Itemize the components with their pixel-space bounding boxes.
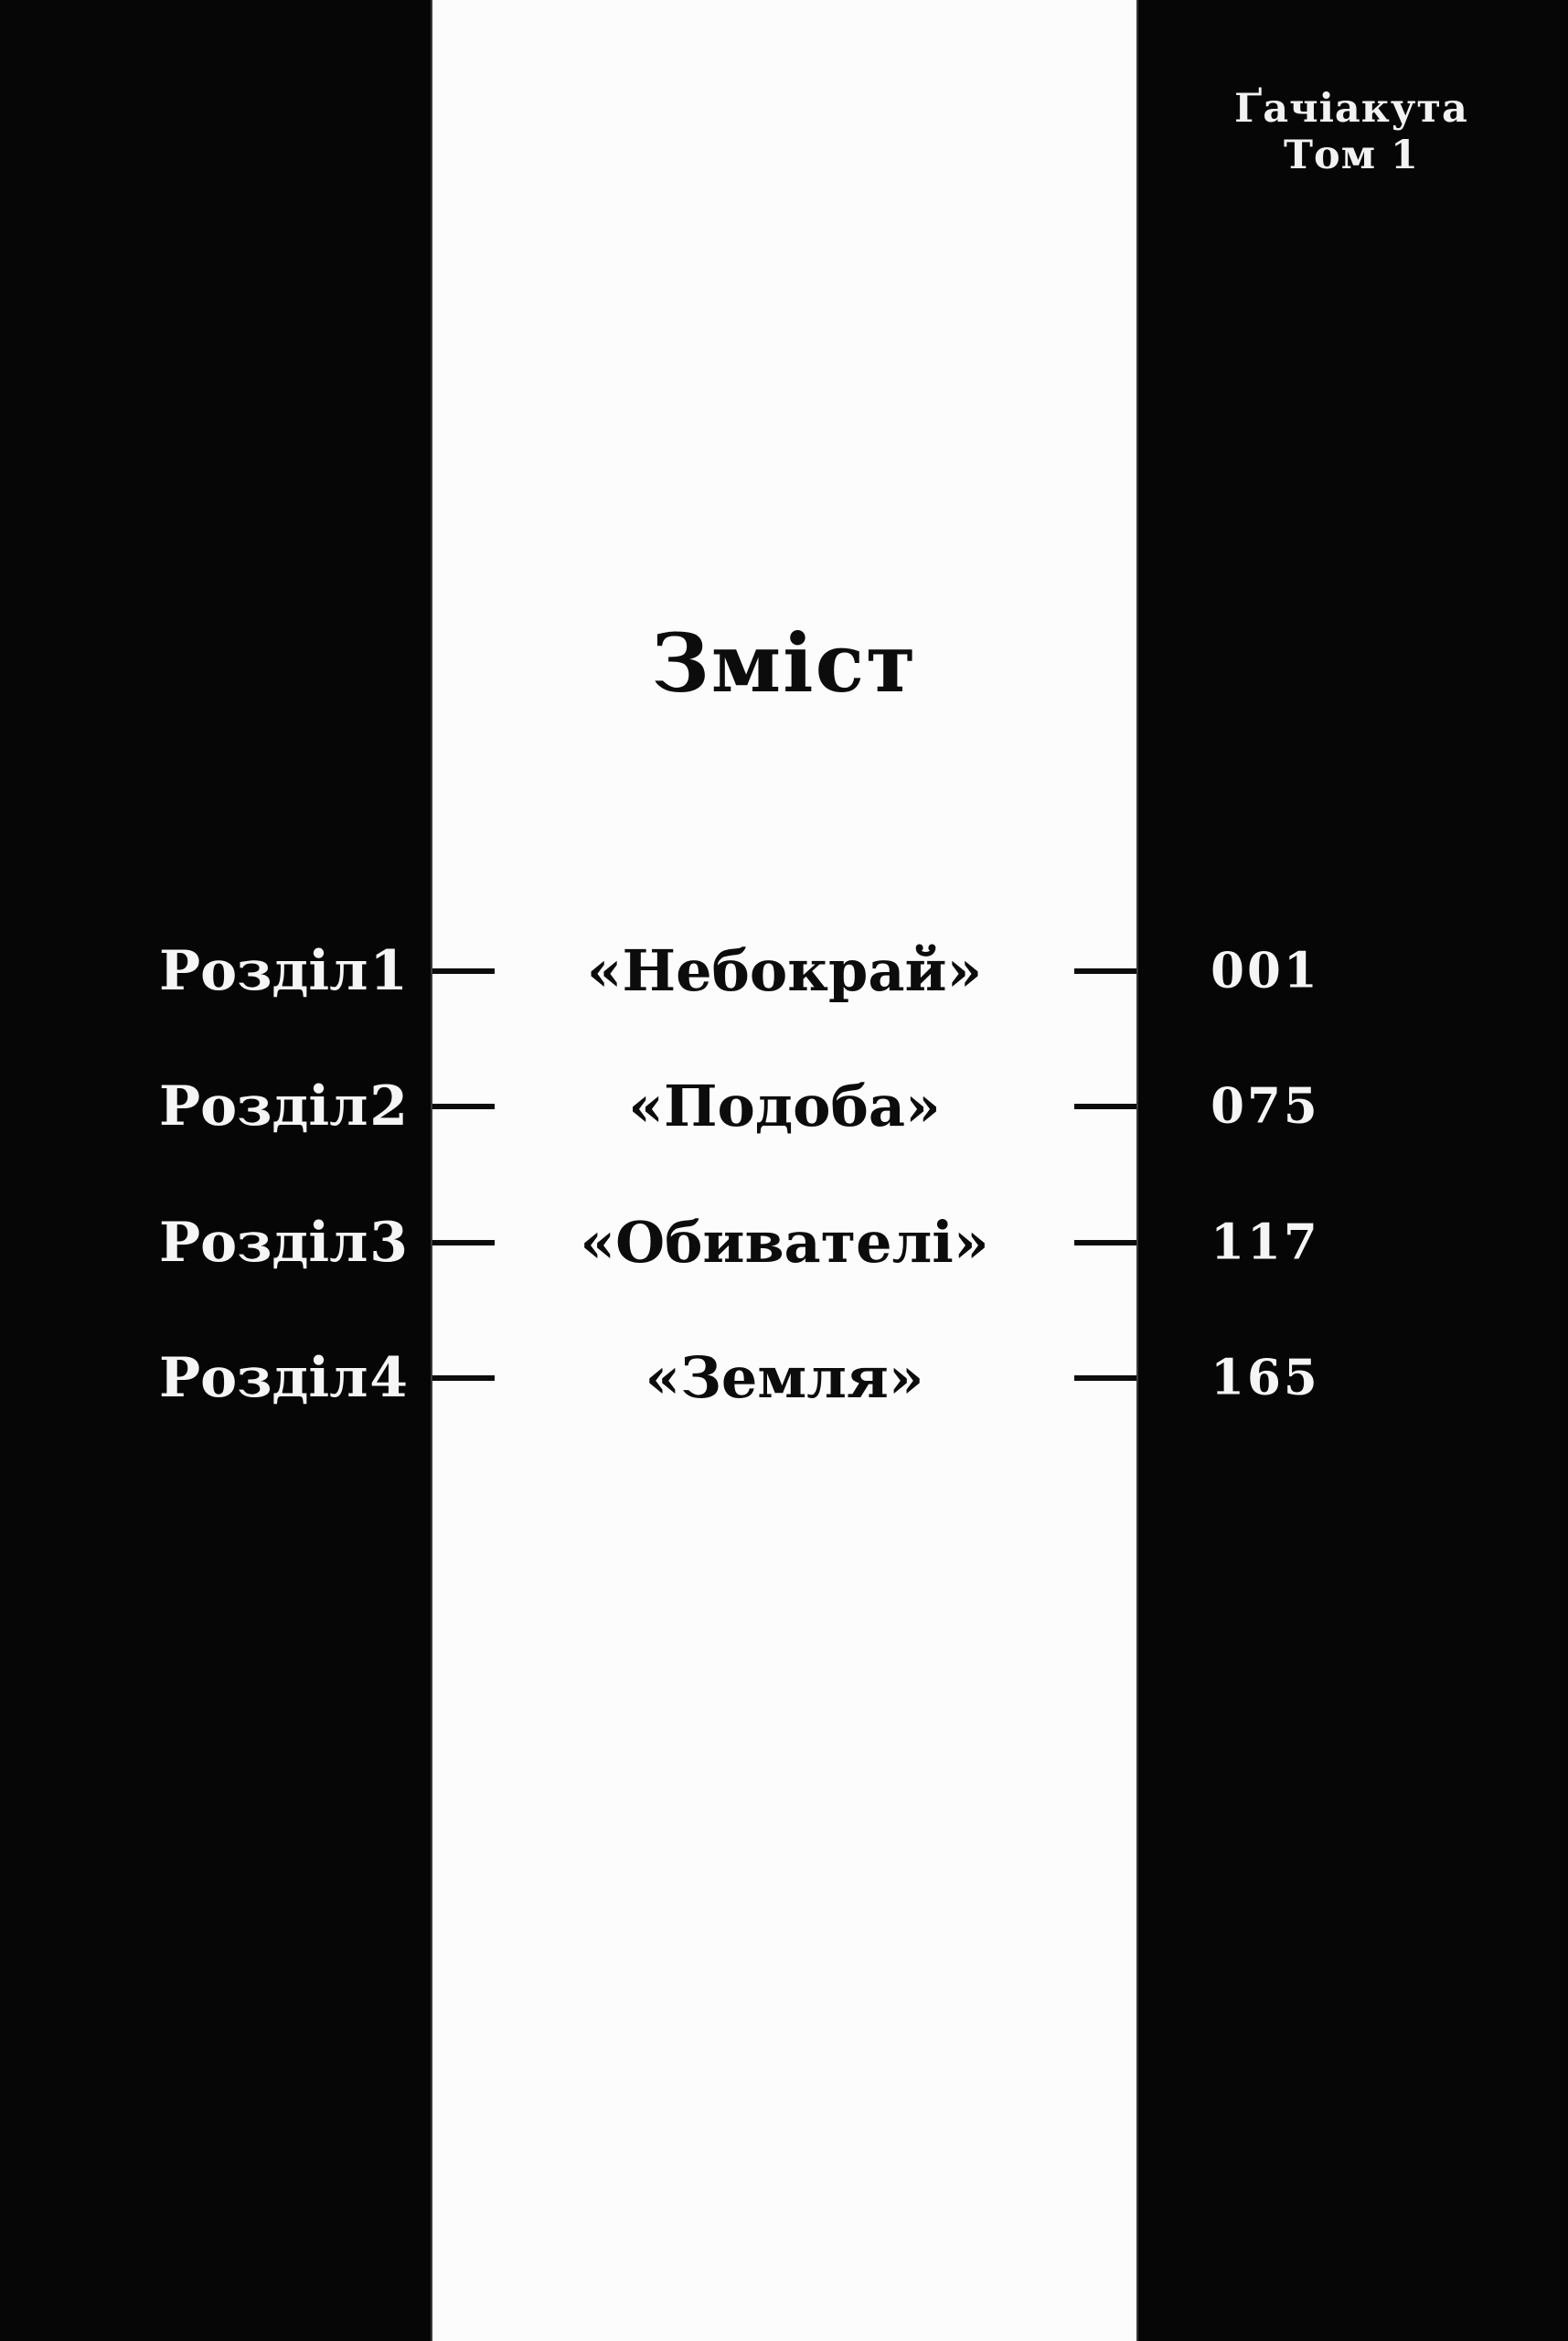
center-white-panel — [431, 0, 1138, 2341]
connector-dash-right — [1074, 1104, 1136, 1109]
chapter-label: Розділ 1 — [159, 944, 408, 999]
toc-row: Розділ 4 «Земля» 165 — [0, 1328, 1568, 1428]
volume-number: Том 1 — [1284, 133, 1419, 178]
chapter-number: 2 — [369, 1074, 408, 1138]
connector-dash-left — [432, 1104, 495, 1109]
toc-row: Розділ 2 «Подоба» 075 — [0, 1056, 1568, 1157]
page-number: 001 — [1211, 942, 1320, 999]
chapter-number: 3 — [369, 1211, 408, 1275]
connector-dash-right — [1074, 1375, 1136, 1381]
toc-row: Розділ 1 «Небокрай» 001 — [0, 921, 1568, 1021]
chapter-number: 1 — [369, 939, 408, 1003]
connector-dash-left — [432, 1240, 495, 1245]
chapter-title: «Подоба» — [628, 1073, 941, 1139]
series-title: Ґачіакута — [1234, 86, 1468, 132]
connector-dash-left — [432, 1375, 495, 1381]
chapter-word: Розділ — [159, 1074, 368, 1138]
chapter-word: Розділ — [159, 1211, 368, 1275]
toc-row: Розділ 3 «Обивателі» 117 — [0, 1192, 1568, 1293]
page-title: Зміст — [651, 615, 918, 711]
chapter-label: Розділ 2 — [159, 1079, 408, 1134]
chapter-title: «Обивателі» — [580, 1209, 989, 1276]
chapter-label: Розділ 3 — [159, 1215, 408, 1270]
page-number: 117 — [1211, 1213, 1320, 1271]
page-number: 165 — [1211, 1349, 1320, 1406]
connector-dash-left — [432, 968, 495, 974]
chapter-title: «Земля» — [645, 1344, 924, 1411]
chapter-word: Розділ — [159, 939, 368, 1003]
connector-dash-right — [1074, 968, 1136, 974]
chapter-label: Розділ 4 — [159, 1351, 408, 1406]
volume-header: Ґачіакута Том 1 — [1178, 86, 1525, 179]
chapter-word: Розділ — [159, 1346, 368, 1410]
page-number: 075 — [1211, 1077, 1320, 1135]
chapter-number: 4 — [369, 1346, 408, 1410]
connector-dash-right — [1074, 1240, 1136, 1245]
chapter-title: «Небокрай» — [586, 937, 983, 1004]
